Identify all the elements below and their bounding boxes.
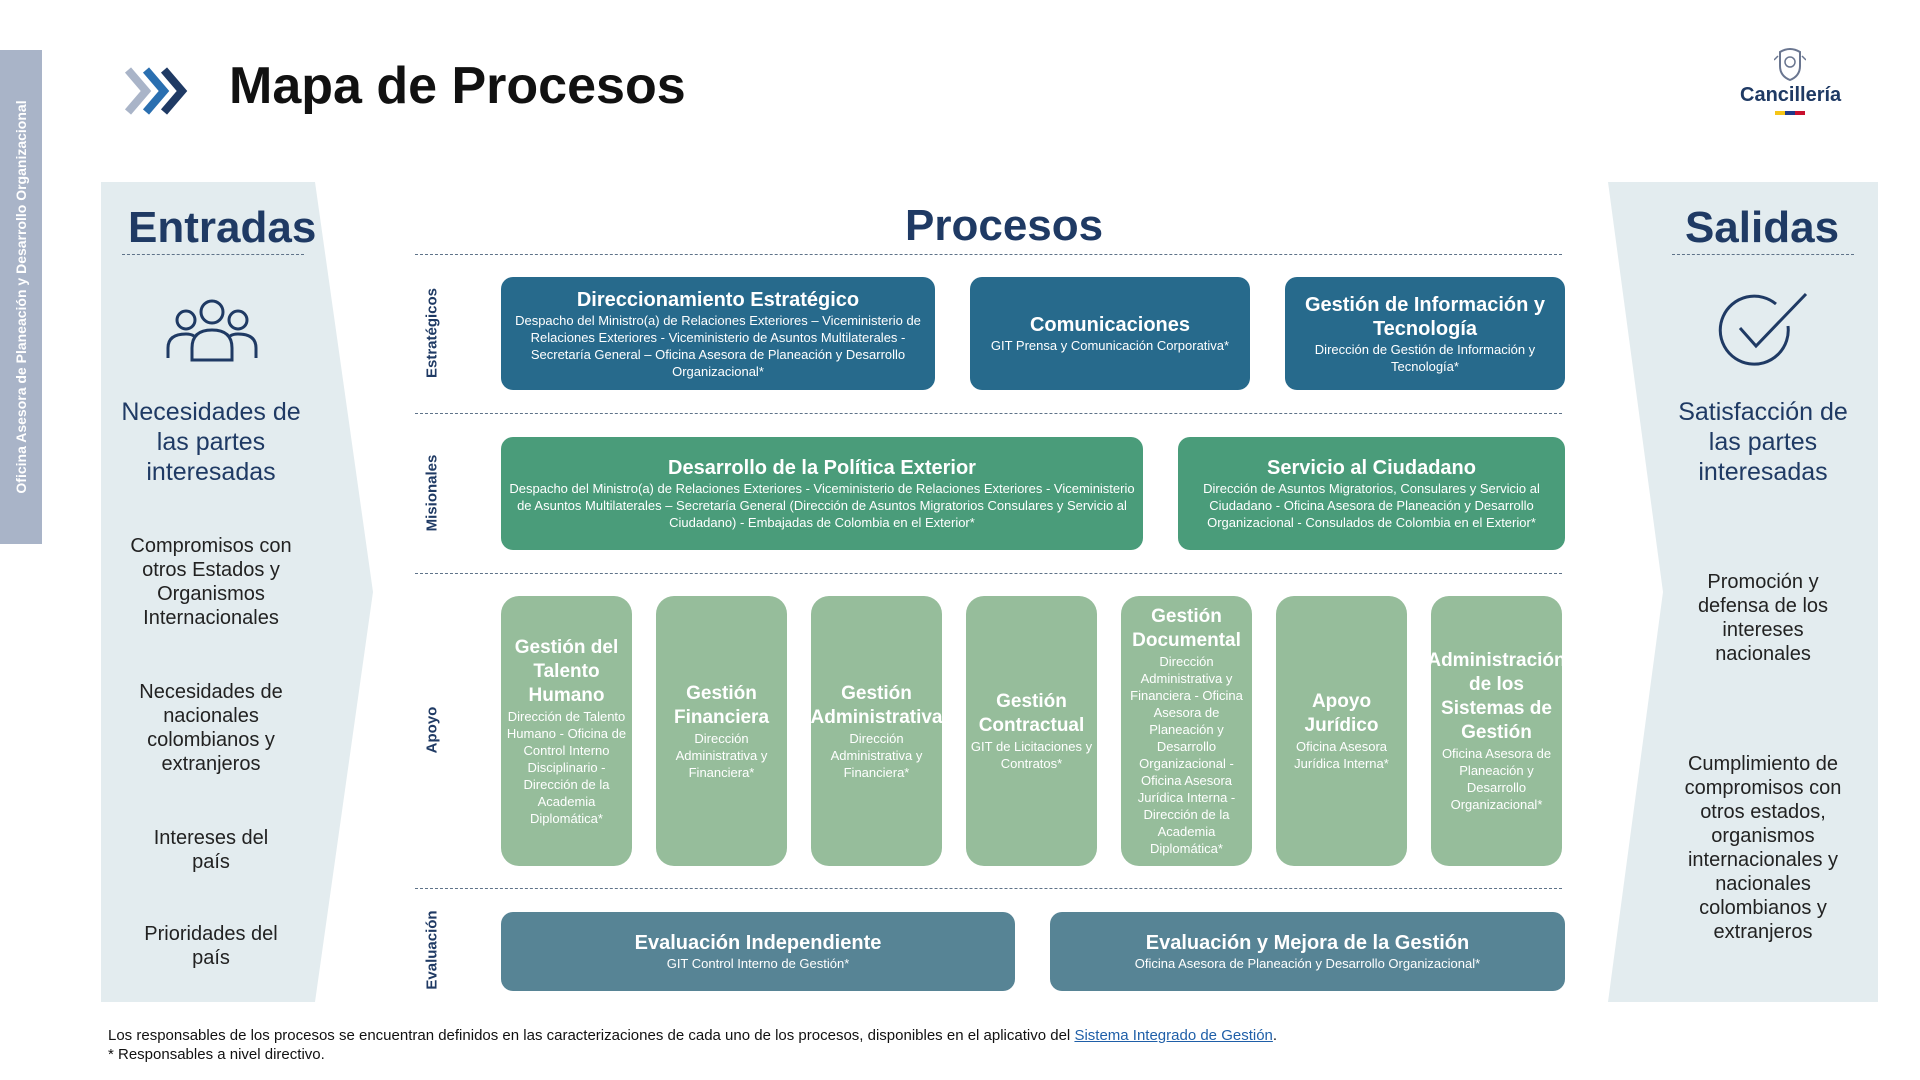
process-title: Desarrollo de la Política Exterior bbox=[668, 457, 976, 479]
process-apoyo-juridico[interactable]: Apoyo Jurídico Oficina Asesora Jurídica … bbox=[1276, 596, 1407, 866]
entradas-title: Entradas bbox=[128, 203, 317, 252]
procesos-divider-1 bbox=[415, 413, 1562, 414]
process-title: Evaluación y Mejora de la Gestión bbox=[1145, 932, 1470, 954]
process-title: Gestión Administrativa bbox=[810, 682, 943, 728]
entradas-item-1: Compromisos con otros Estados y Organism… bbox=[130, 535, 292, 629]
process-title: Gestión Financiera bbox=[673, 682, 770, 728]
entradas-item-4: Prioridades del país bbox=[144, 923, 278, 969]
salidas-divider bbox=[1672, 254, 1854, 255]
process-gestion-talento-humano[interactable]: Gestión del Talento Humano Dirección de … bbox=[501, 596, 632, 866]
process-desarrollo-politica-exterior[interactable]: Desarrollo de la Política Exterior Despa… bbox=[501, 437, 1143, 550]
process-responsables: GIT de Licitaciones y Contratos* bbox=[970, 739, 1093, 771]
process-title: Apoyo Jurídico bbox=[1304, 691, 1379, 736]
flag-stripe bbox=[1775, 111, 1805, 115]
row-label-misionales: Misionales bbox=[423, 454, 441, 532]
process-title: Direccionamiento Estratégico bbox=[576, 288, 860, 311]
process-administracion-sistemas-gestion[interactable]: Administración de los Sistemas de Gestió… bbox=[1427, 596, 1566, 866]
process-responsables: Oficina Asesora Jurídica Interna* bbox=[1294, 739, 1389, 771]
process-gestion-informacion-tecnologia[interactable]: Gestión de Información y Tecnología Dire… bbox=[1285, 277, 1565, 390]
footnote-note: * Responsables a nivel directivo. bbox=[108, 1046, 325, 1063]
row-label-apoyo: Apoyo bbox=[423, 706, 441, 754]
process-direccionamiento-estrategico[interactable]: Direccionamiento Estratégico Despacho de… bbox=[501, 277, 935, 390]
process-gestion-administrativa[interactable]: Gestión Administrativa Dirección Adminis… bbox=[810, 596, 943, 866]
salidas-item-1: Promoción y defensa de los intereses nac… bbox=[1697, 571, 1829, 665]
entradas-item-2: Necesidades de nacionales colombianos y … bbox=[139, 681, 283, 775]
salidas-title: Salidas bbox=[1684, 203, 1840, 252]
process-title: Servicio al Ciudadano bbox=[1267, 457, 1476, 479]
process-responsables: Dirección Administrativa y Financiera - … bbox=[1130, 654, 1243, 856]
people-group-icon bbox=[166, 299, 258, 362]
process-responsables: Dirección Administrativa y Financiera* bbox=[830, 730, 923, 780]
procesos-title: Procesos bbox=[905, 201, 1104, 250]
row-label-evaluacion: Evaluación bbox=[423, 910, 441, 990]
process-evaluacion-independiente[interactable]: Evaluación Independiente GIT Control Int… bbox=[501, 912, 1015, 991]
process-gestion-contractual[interactable]: Gestión Contractual GIT de Licitaciones … bbox=[966, 596, 1097, 866]
footnote: Los responsables de los procesos se encu… bbox=[108, 1026, 1277, 1064]
procesos-divider-3 bbox=[415, 888, 1562, 889]
process-title: Comunicaciones bbox=[1029, 314, 1191, 336]
process-comunicaciones[interactable]: Comunicaciones GIT Prensa y Comunicación… bbox=[970, 277, 1250, 390]
process-responsables: GIT Prensa y Comunicación Corporativa* bbox=[990, 338, 1230, 353]
procesos-divider-2 bbox=[415, 573, 1562, 574]
sistema-integrado-link[interactable]: Sistema Integrado de Gestión bbox=[1074, 1027, 1273, 1044]
chevrons-icon bbox=[124, 67, 188, 115]
salidas-need: Satisfacción de las partes interesadas bbox=[1678, 398, 1848, 486]
page-title: Mapa de Procesos bbox=[229, 57, 686, 115]
process-responsables: Dirección de Gestión de Información y Te… bbox=[1314, 341, 1536, 374]
entradas-panel bbox=[101, 182, 373, 1002]
process-gestion-financiera[interactable]: Gestión Financiera Dirección Administrat… bbox=[656, 596, 787, 866]
process-responsables: Despacho del Ministro(a) de Relaciones E… bbox=[515, 312, 921, 379]
logo-name: Cancillería bbox=[1740, 84, 1842, 106]
process-responsables: Dirección de Asuntos Migratorios, Consul… bbox=[1203, 481, 1540, 530]
process-responsables: Despacho del Ministro(a) de Relaciones E… bbox=[509, 481, 1135, 530]
process-responsables: Oficina Asesora de Planeación y Desarrol… bbox=[1134, 956, 1481, 971]
process-responsables: Dirección Administrativa y Financiera* bbox=[675, 730, 768, 780]
cancilleria-logo: Cancillería bbox=[1740, 46, 1842, 115]
side-tab: Oficina Asesora de Planeación y Desarrol… bbox=[0, 50, 42, 544]
salidas-panel bbox=[1608, 182, 1878, 1002]
process-title: Gestión Contractual bbox=[978, 691, 1085, 736]
crest-icon bbox=[1774, 48, 1806, 82]
process-servicio-ciudadano[interactable]: Servicio al Ciudadano Dirección de Asunt… bbox=[1178, 437, 1565, 550]
process-title: Administración de los Sistemas de Gestió… bbox=[1427, 650, 1566, 743]
footnote-text: Los responsables de los procesos se encu… bbox=[108, 1027, 1075, 1044]
process-title: Gestión de Información y Tecnología bbox=[1304, 293, 1546, 340]
process-title: Evaluación Independiente bbox=[634, 932, 882, 954]
entradas-divider bbox=[122, 254, 304, 255]
process-responsables: Dirección de Talento Humano - Oficina de… bbox=[506, 708, 627, 826]
row-label-estrategicos: Estratégicos bbox=[423, 287, 441, 379]
process-gestion-documental[interactable]: Gestión Documental Dirección Administrat… bbox=[1121, 596, 1252, 866]
salidas-item-2: Cumplimiento de compromisos con otros es… bbox=[1684, 753, 1842, 943]
procesos-divider-top bbox=[415, 254, 1562, 255]
process-responsables: GIT Control Interno de Gestión* bbox=[666, 956, 850, 971]
side-tab-label: Oficina Asesora de Planeación y Desarrol… bbox=[13, 100, 29, 494]
process-title: Gestión Documental bbox=[1132, 606, 1241, 651]
check-circle-icon bbox=[1718, 292, 1808, 366]
process-title: Gestión del Talento Humano bbox=[514, 636, 619, 706]
footnote-end: . bbox=[1272, 1027, 1278, 1044]
entradas-item-3: Intereses del país bbox=[153, 827, 269, 873]
process-evaluacion-mejora-gestion[interactable]: Evaluación y Mejora de la Gestión Oficin… bbox=[1050, 912, 1565, 991]
process-responsables: Oficina Asesora de Planeación y Desarrol… bbox=[1441, 746, 1552, 812]
entradas-need: Necesidades de las partes interesadas bbox=[121, 398, 301, 486]
